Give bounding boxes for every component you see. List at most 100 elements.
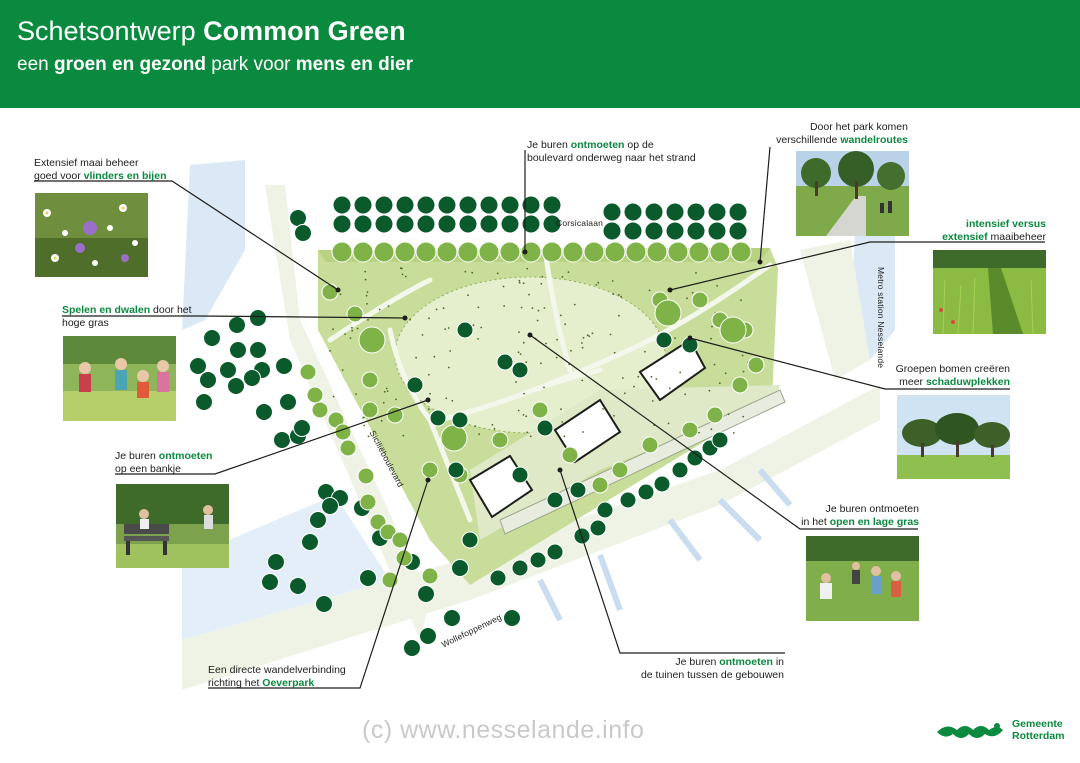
tree xyxy=(479,195,499,215)
grass-dot xyxy=(387,305,390,307)
grass-dot xyxy=(732,432,735,434)
grass-dot xyxy=(545,342,547,345)
grass-dot xyxy=(435,308,438,311)
grass-dot xyxy=(362,416,365,419)
grass-dot xyxy=(472,324,475,326)
tree xyxy=(711,431,729,449)
grass-dot xyxy=(613,351,616,354)
grass-dot xyxy=(570,349,572,352)
tree xyxy=(299,363,317,381)
tree xyxy=(511,466,529,484)
blue-path-lines xyxy=(537,468,793,622)
tree xyxy=(331,241,353,263)
tree xyxy=(529,551,547,569)
annotation-opengras: Je buren ontmoeten in het open en lage g… xyxy=(801,503,919,528)
grass-dot xyxy=(404,275,407,278)
grass-dot xyxy=(378,308,381,311)
grass-dot xyxy=(724,372,727,375)
grass-dot xyxy=(493,427,496,430)
tree xyxy=(667,241,689,263)
tree xyxy=(353,195,373,215)
tree xyxy=(353,214,373,234)
tree xyxy=(359,493,377,511)
grass-dot xyxy=(559,314,562,317)
tree xyxy=(361,401,379,419)
grass-dot xyxy=(522,341,525,344)
tree xyxy=(478,241,500,263)
grass-dot xyxy=(395,398,397,401)
grass-dot xyxy=(529,435,532,438)
grass-dot xyxy=(351,329,354,332)
annotation-spelen: Spelen en dwalen door het hoge gras xyxy=(62,304,192,329)
grass-dot xyxy=(477,338,479,340)
annotation-maaibeheer: intensief versus extensief maaibeheer xyxy=(942,218,1046,243)
tree xyxy=(728,202,748,222)
grass-dot xyxy=(477,306,480,309)
tree xyxy=(541,241,563,263)
grass-dot xyxy=(637,375,640,378)
grass-dot xyxy=(710,337,712,340)
grass-dot xyxy=(742,415,745,418)
grass-dot xyxy=(684,393,687,396)
grass-dot xyxy=(520,306,523,309)
tree xyxy=(654,299,682,327)
grass-dot xyxy=(451,399,454,402)
grass-dot xyxy=(428,317,430,320)
grass-dot xyxy=(518,279,521,282)
tree xyxy=(361,371,379,389)
grass-dot xyxy=(502,285,505,288)
tree xyxy=(619,491,637,509)
grass-dot xyxy=(540,282,543,285)
tree xyxy=(219,361,237,379)
grass-dot xyxy=(503,305,505,307)
grass-dot xyxy=(691,291,694,294)
grass-dot xyxy=(595,284,598,286)
tree xyxy=(457,241,479,263)
tree xyxy=(315,595,333,613)
tree xyxy=(591,476,609,494)
tree xyxy=(447,461,465,479)
grass-dot xyxy=(523,392,525,395)
photo-wildflowers xyxy=(35,193,148,277)
grass-dot xyxy=(667,422,670,425)
tree xyxy=(611,461,629,479)
grass-dot xyxy=(708,389,711,392)
grass-dot xyxy=(742,370,745,373)
grass-dot xyxy=(428,373,430,376)
tree xyxy=(279,393,297,411)
tree xyxy=(503,609,521,627)
tree xyxy=(596,501,614,519)
tree xyxy=(306,386,324,404)
grass-dot xyxy=(385,387,388,390)
tree xyxy=(458,195,478,215)
tree xyxy=(394,241,416,263)
grass-dot xyxy=(531,307,534,309)
grass-dot xyxy=(686,297,688,300)
tree xyxy=(655,331,673,349)
tree xyxy=(625,241,647,263)
tree xyxy=(542,214,562,234)
tree xyxy=(688,241,710,263)
grass-dot xyxy=(366,291,369,293)
grass-dot xyxy=(582,431,584,433)
grass-dot xyxy=(633,385,635,388)
tree xyxy=(521,214,541,234)
annotation-wandelroutes: Door het park komen verschillende wandel… xyxy=(776,121,908,146)
grass-dot xyxy=(727,413,730,416)
grass-dot xyxy=(543,307,546,309)
tree xyxy=(416,195,436,215)
grass-dot xyxy=(586,334,589,337)
grass-dot xyxy=(711,325,713,328)
grass-dot xyxy=(517,409,520,412)
grass-dot xyxy=(429,392,431,395)
tree xyxy=(421,461,439,479)
grass-dot xyxy=(536,319,539,322)
grass-dot xyxy=(525,361,528,363)
grass-dot xyxy=(674,337,676,339)
tree xyxy=(229,341,247,359)
tree xyxy=(728,221,748,241)
tree xyxy=(309,511,327,529)
tree xyxy=(681,421,699,439)
